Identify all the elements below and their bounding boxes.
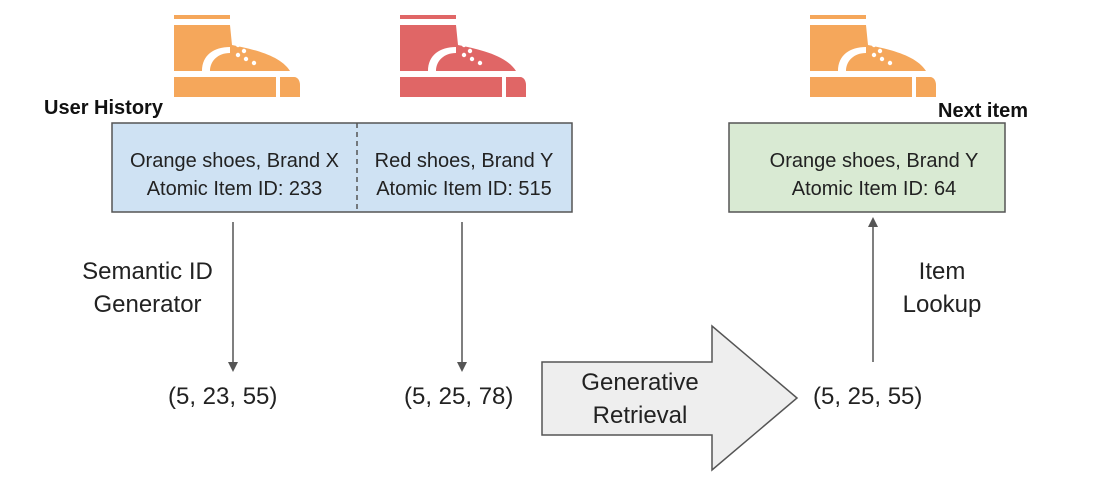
user-history-box <box>111 122 573 213</box>
semantic-id-2: (5, 25, 78) <box>404 383 514 410</box>
generator-label-line1: Semantic ID <box>82 258 213 285</box>
item-lookup-label: Item Lookup <box>880 255 1004 321</box>
boot-icon <box>400 15 526 97</box>
generative-retrieval-label: Generative Retrieval <box>560 366 720 432</box>
semantic-id-generator-label: Semantic ID Generator <box>60 255 235 321</box>
history-item-1-desc: Orange shoes, Brand X <box>129 150 339 172</box>
history-item-1-id: Atomic Item ID: 233 <box>146 178 323 200</box>
predicted-semantic-id: (5, 25, 55) <box>813 383 923 410</box>
retrieval-label-line1: Generative <box>581 369 699 396</box>
generator-label-line2: Generator <box>93 291 202 318</box>
user-history-heading: User History <box>44 97 163 119</box>
lookup-label-line1: Item <box>918 258 966 285</box>
boot-icon <box>810 15 936 97</box>
next-item-id: Atomic Item ID: 64 <box>791 178 957 200</box>
lookup-label-line2: Lookup <box>902 291 982 318</box>
next-item-box <box>728 122 1006 213</box>
retrieval-label-line2: Retrieval <box>592 402 688 429</box>
boot-icon <box>174 15 300 97</box>
history-item-1: Orange shoes, Brand X Atomic Item ID: 23… <box>113 147 356 203</box>
history-item-2-desc: Red shoes, Brand Y <box>374 150 554 172</box>
generative-retrieval-arrow <box>541 324 799 472</box>
semantic-id-1: (5, 23, 55) <box>168 383 278 410</box>
history-item-2: Red shoes, Brand Y Atomic Item ID: 515 <box>358 147 570 203</box>
next-item-heading: Next item <box>938 100 1029 122</box>
history-item-2-id: Atomic Item ID: 515 <box>376 178 552 200</box>
next-item-desc: Orange shoes, Brand Y <box>769 150 979 172</box>
next-item-text: Orange shoes, Brand Y Atomic Item ID: 64 <box>745 147 1003 203</box>
